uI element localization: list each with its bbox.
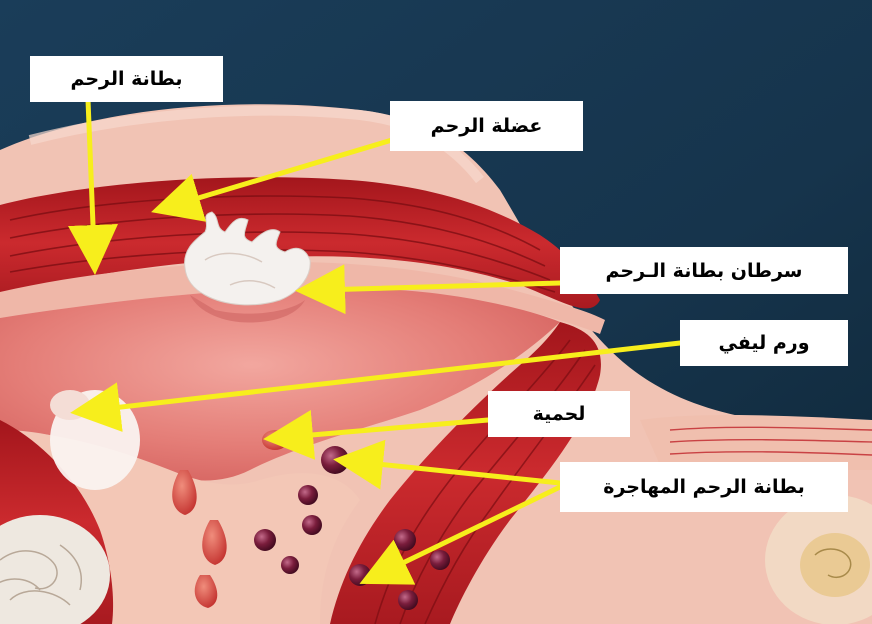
label-fibroid: ورم ليفي — [680, 320, 848, 366]
label-endometrial-cancer: سرطان بطانة الـرحم — [560, 247, 848, 294]
label-myometrium: عضلة الرحم — [390, 101, 583, 151]
label-polyp: لحمية — [488, 391, 630, 437]
fibroid-nodule — [50, 390, 90, 420]
label-endometrium: بطانة الرحم — [30, 56, 223, 102]
label-endometriosis: بطانة الرحم المهاجرة — [560, 462, 848, 512]
